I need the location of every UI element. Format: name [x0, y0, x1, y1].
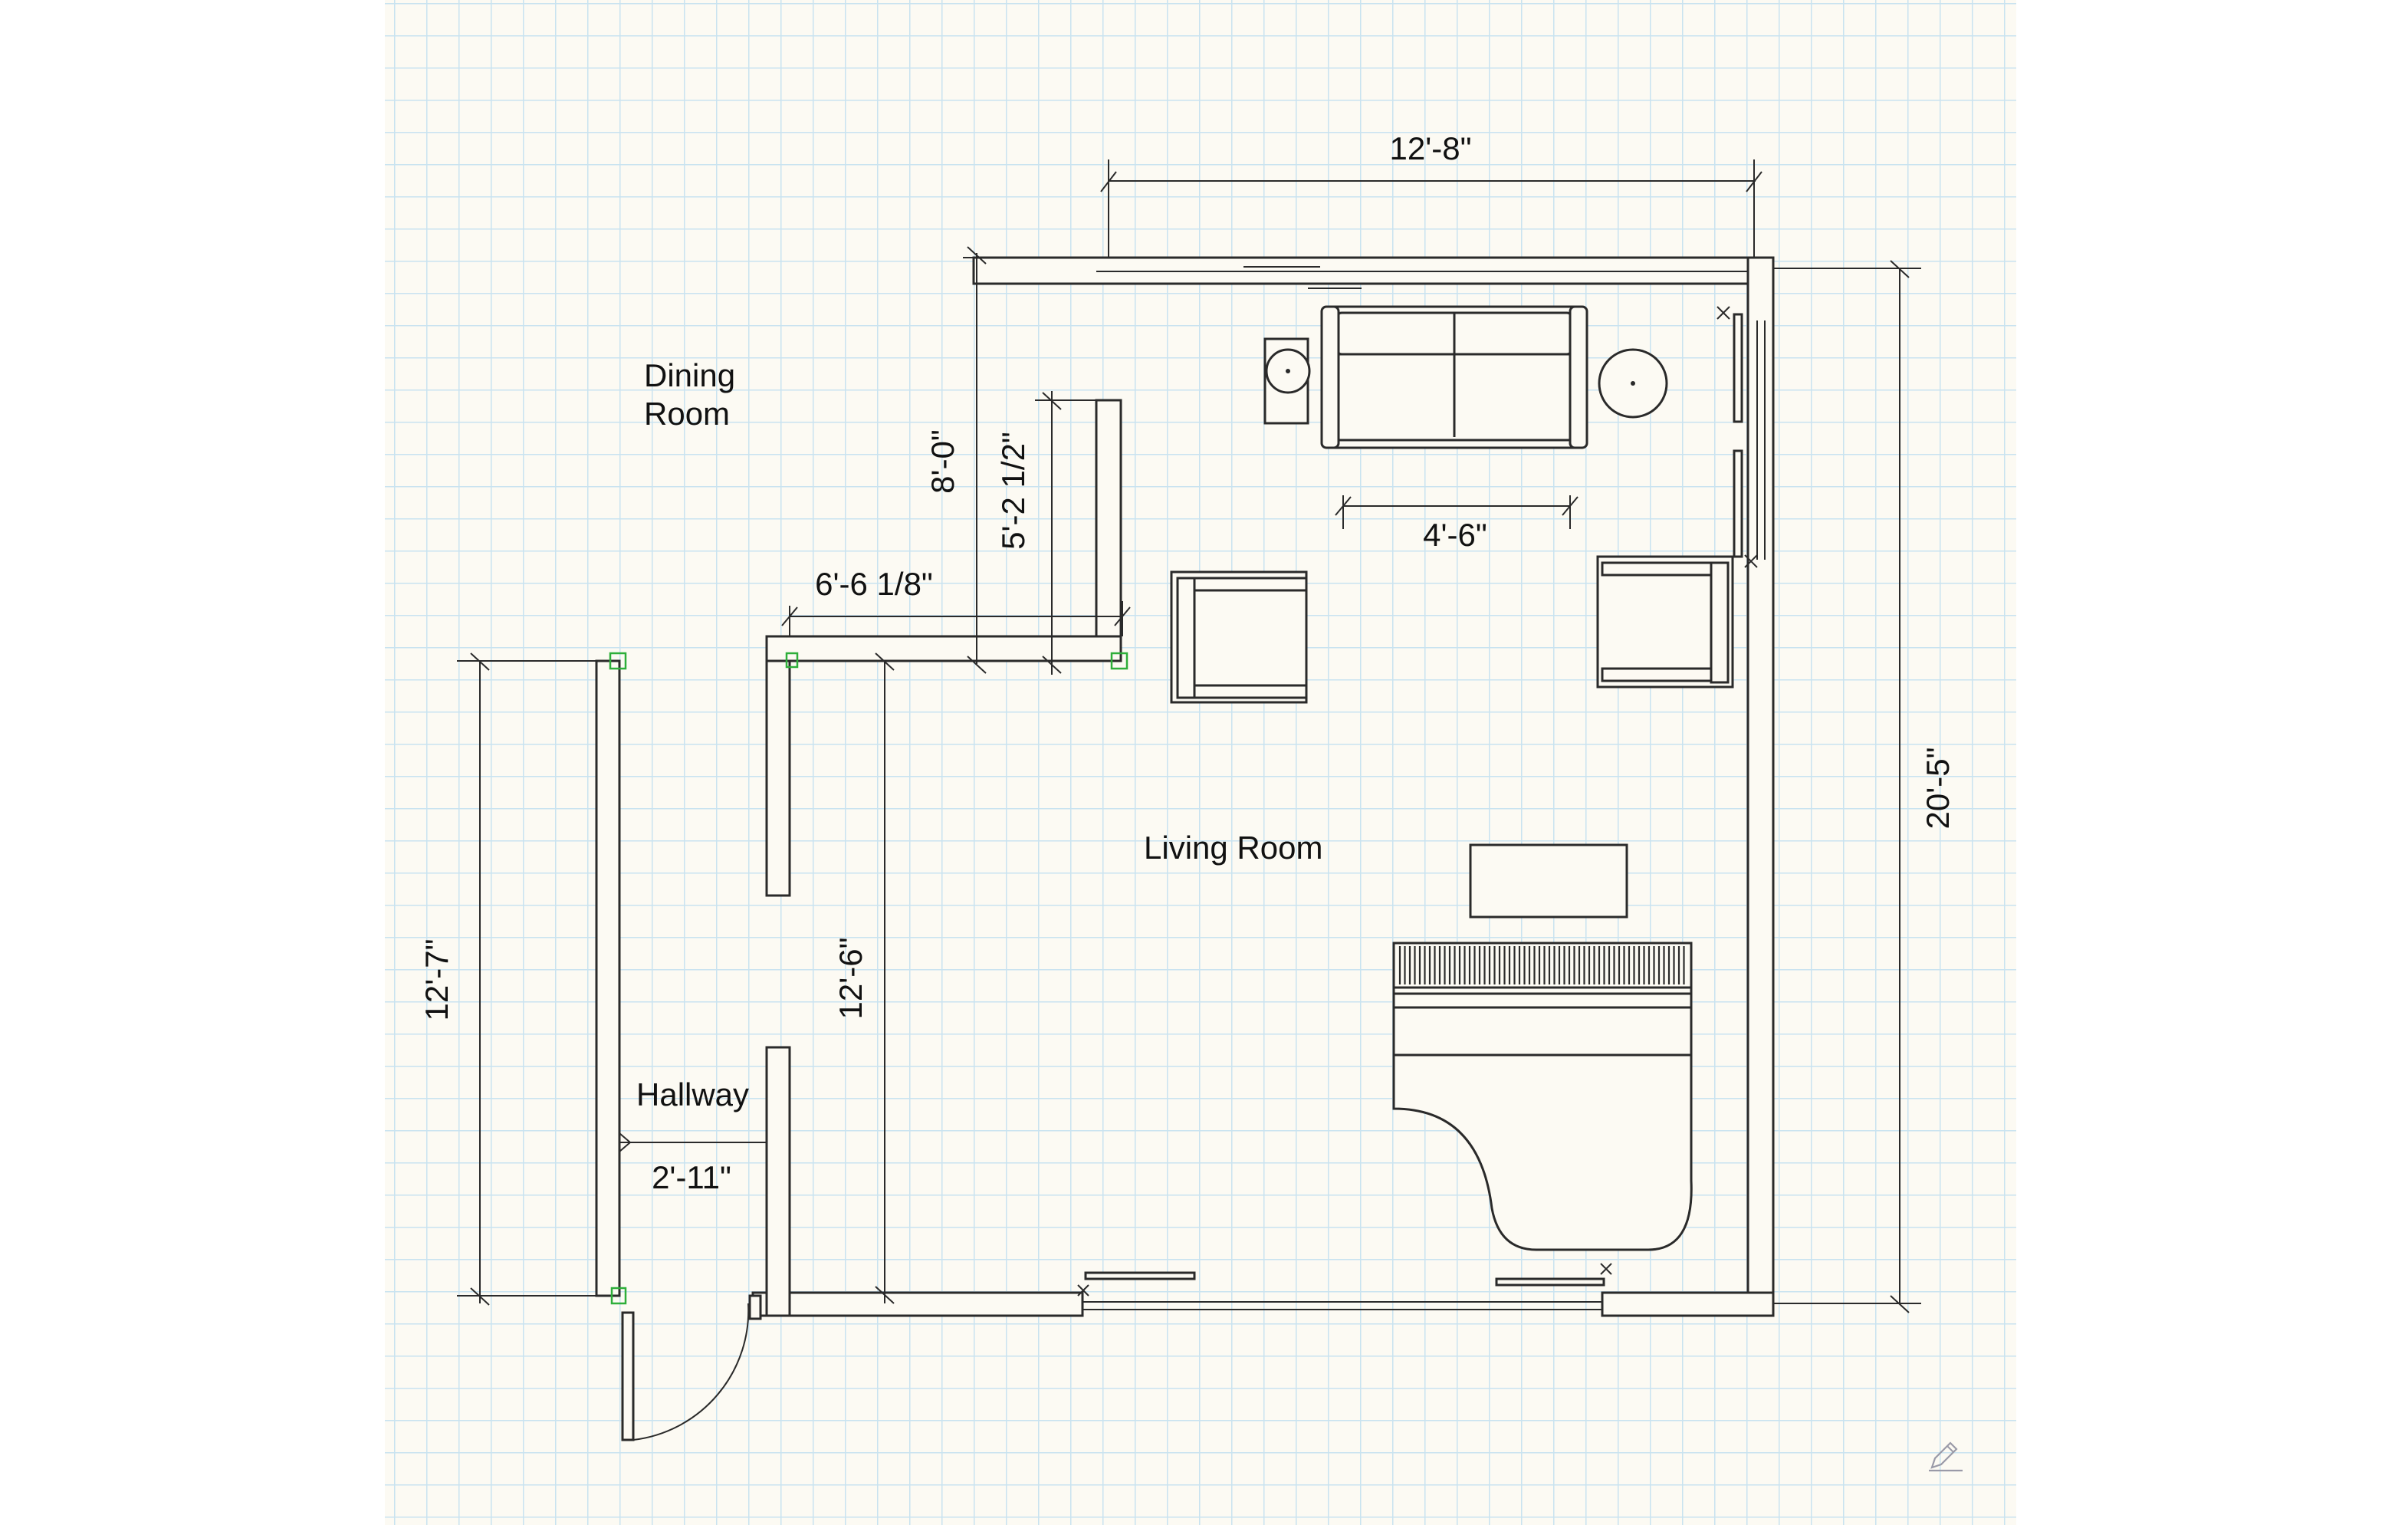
wall-living-left-lower[interactable]	[765, 1046, 791, 1317]
handle[interactable]	[785, 652, 799, 669]
room-label-dining-room: Room	[644, 396, 730, 432]
wall-bottom-left[interactable]	[751, 1291, 1084, 1317]
dim-sofa-width[interactable]: 4'-6"	[1423, 517, 1487, 553]
dim-right-height[interactable]: 20'-5"	[1920, 748, 1956, 830]
wall-hallway-left[interactable]	[595, 659, 621, 1297]
armchair-left[interactable]	[1170, 570, 1308, 704]
handle[interactable]	[610, 1287, 627, 1305]
dimension-lines	[457, 159, 1921, 1313]
sofa[interactable]	[1320, 305, 1588, 449]
wall-right[interactable]	[1746, 256, 1775, 1317]
grand-piano[interactable]	[1392, 942, 1693, 1251]
handle[interactable]	[1110, 652, 1128, 670]
coffee-table[interactable]	[1469, 843, 1628, 919]
side-table-right[interactable]	[1598, 348, 1668, 419]
wall-dining-segment[interactable]	[765, 635, 1122, 662]
dim-partial-wall[interactable]: 5'-2 1/2"	[995, 432, 1031, 550]
side-table-left[interactable]	[1263, 337, 1311, 425]
dim-hall-length[interactable]: 12'-7"	[419, 939, 455, 1021]
labels: Dining Room Living Room Hallway 12'-8" 4…	[419, 130, 1956, 1195]
wall-living-left-upper[interactable]	[765, 635, 791, 897]
room-label-dining: Dining	[644, 357, 735, 393]
pencil-icon[interactable]	[1929, 1441, 1963, 1472]
room-label-hallway: Hallway	[636, 1076, 749, 1113]
sliding-door-bottom[interactable]	[1077, 1263, 1612, 1310]
room-label-living: Living Room	[1144, 830, 1322, 866]
handle[interactable]	[609, 652, 627, 670]
wall-partition[interactable]	[1095, 399, 1122, 638]
sliding-door-right[interactable]	[1716, 306, 1766, 568]
dim-opening-height[interactable]: 8'-0"	[925, 429, 961, 494]
dim-hall-width[interactable]: 2'-11"	[652, 1159, 731, 1195]
walls	[595, 256, 1775, 1317]
selection-handles	[609, 652, 1128, 1305]
dim-top-width[interactable]: 12'-8"	[1390, 130, 1472, 166]
armchair-right[interactable]	[1596, 555, 1734, 689]
dim-wall-segment[interactable]: 6'-6 1/8"	[815, 566, 933, 602]
swing-door[interactable]	[621, 1294, 762, 1441]
piano-keys	[1398, 946, 1685, 984]
dim-inner-length[interactable]: 12'-6"	[833, 938, 869, 1020]
wall-bottom-right[interactable]	[1601, 1291, 1775, 1317]
floor-plan-canvas[interactable]	[385, 0, 2016, 1525]
